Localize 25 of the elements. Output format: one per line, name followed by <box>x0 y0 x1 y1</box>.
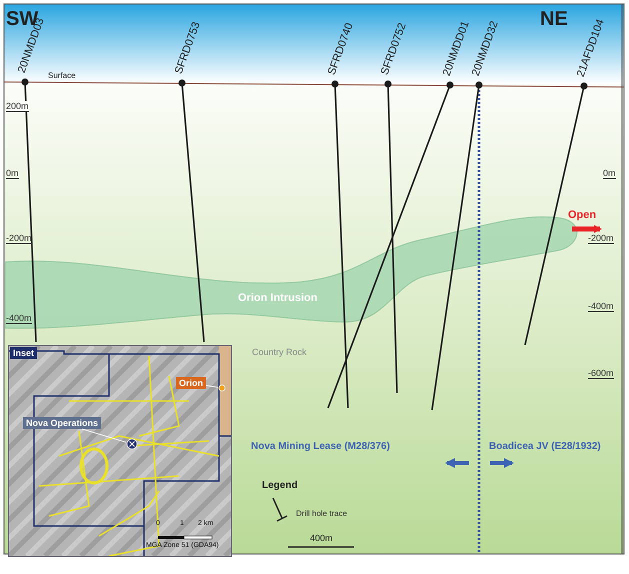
legend-text: Drill hole trace <box>296 509 348 518</box>
leader-line <box>206 385 218 388</box>
depth-label: 0m <box>603 168 616 179</box>
legend-title: Legend <box>262 480 298 491</box>
inset-title: Inset <box>10 347 38 359</box>
rock-label: Country Rock <box>252 347 307 357</box>
leader-line <box>82 428 126 443</box>
mine-icon <box>126 438 138 450</box>
depth-label: 0m <box>6 168 19 179</box>
depth-label: -400m <box>6 313 32 324</box>
place-label: Orion <box>176 377 206 389</box>
depth-label: -200m <box>588 233 614 244</box>
surface-label: Surface <box>48 71 76 80</box>
depth-label: 200m <box>6 101 29 112</box>
place-label: Nova Operations <box>23 417 102 429</box>
scale-label: 400m <box>310 533 333 543</box>
location-dot-icon <box>218 384 226 392</box>
depth-label: -600m <box>588 368 614 379</box>
intrusion-label: Orion Intrusion <box>238 292 318 304</box>
direction-label: NE <box>540 8 568 31</box>
depth-label: -200m <box>6 233 32 244</box>
open-label: Open <box>568 209 596 221</box>
lease-label: Boadicea JV (E28/1932) <box>489 441 601 452</box>
depth-label: -400m <box>588 301 614 312</box>
lease-label: Nova Mining Lease (M28/376) <box>251 441 390 452</box>
